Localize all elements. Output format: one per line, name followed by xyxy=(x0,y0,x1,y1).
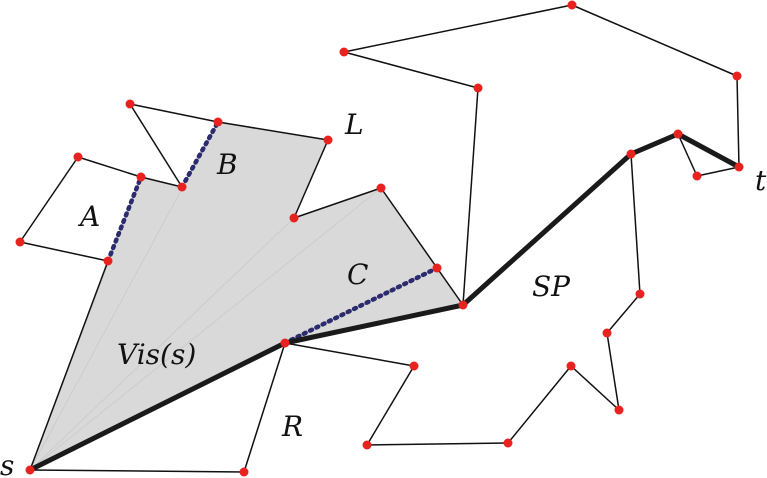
edge xyxy=(77,156,142,178)
label-r: R xyxy=(281,410,303,443)
edge xyxy=(140,176,183,188)
vertex xyxy=(614,405,624,415)
vertex xyxy=(626,149,636,159)
edge xyxy=(677,133,698,177)
edge xyxy=(606,293,641,334)
edge xyxy=(293,139,329,219)
vertex xyxy=(177,182,187,192)
vertex xyxy=(635,289,645,299)
label-vis-s: Vis(s) xyxy=(117,338,196,371)
edge xyxy=(284,342,415,367)
edge xyxy=(19,241,109,262)
vertex-t xyxy=(734,162,744,172)
shortest-path xyxy=(27,131,742,473)
window-b xyxy=(179,119,221,190)
vertices xyxy=(15,0,744,477)
edge xyxy=(606,332,620,411)
vertex xyxy=(409,361,419,371)
vertex xyxy=(503,438,513,448)
edge xyxy=(571,4,738,77)
vertex xyxy=(567,0,577,10)
vertex xyxy=(602,328,612,338)
vertex xyxy=(136,172,146,182)
vertex xyxy=(239,467,249,477)
edge xyxy=(217,121,329,141)
edge xyxy=(507,365,572,444)
edge xyxy=(129,103,219,123)
edge xyxy=(293,187,382,219)
edge xyxy=(129,103,183,188)
edge xyxy=(462,87,479,306)
edge xyxy=(343,51,479,89)
label-c: C xyxy=(347,258,368,291)
vertex xyxy=(213,117,223,127)
vertex xyxy=(73,152,83,162)
edge xyxy=(366,442,509,446)
edge xyxy=(19,156,79,243)
edge xyxy=(736,75,740,168)
edge xyxy=(343,4,573,53)
polygon-boundary xyxy=(19,4,740,473)
vertex-s xyxy=(25,465,35,475)
label-t: t xyxy=(755,164,767,197)
label-l: L xyxy=(344,108,364,141)
label-s: s xyxy=(0,449,14,478)
edge xyxy=(29,260,109,471)
vertex xyxy=(103,256,113,266)
vertex xyxy=(125,99,135,109)
window-a xyxy=(105,174,144,264)
vertex xyxy=(673,129,683,139)
vertex xyxy=(339,47,349,57)
edge xyxy=(380,187,464,306)
vertex xyxy=(566,361,576,371)
dotted-windows xyxy=(105,119,440,346)
label-sp: SP xyxy=(532,270,571,303)
vertex xyxy=(15,237,25,247)
edge xyxy=(366,365,415,446)
vertex xyxy=(323,135,333,145)
vertex xyxy=(289,213,299,223)
vertex xyxy=(732,71,742,81)
label-b: B xyxy=(216,148,238,181)
vertex xyxy=(692,171,702,181)
vertex xyxy=(458,300,468,310)
edge xyxy=(570,365,620,411)
vertex xyxy=(280,338,290,348)
window-c xyxy=(282,265,440,346)
edge xyxy=(630,153,641,295)
vertex xyxy=(362,440,372,450)
vertex xyxy=(473,83,483,93)
edge xyxy=(243,342,286,473)
edge xyxy=(696,166,740,177)
edge xyxy=(29,469,245,473)
label-a: A xyxy=(77,200,100,233)
vertex xyxy=(432,263,442,273)
vertex xyxy=(376,183,386,193)
